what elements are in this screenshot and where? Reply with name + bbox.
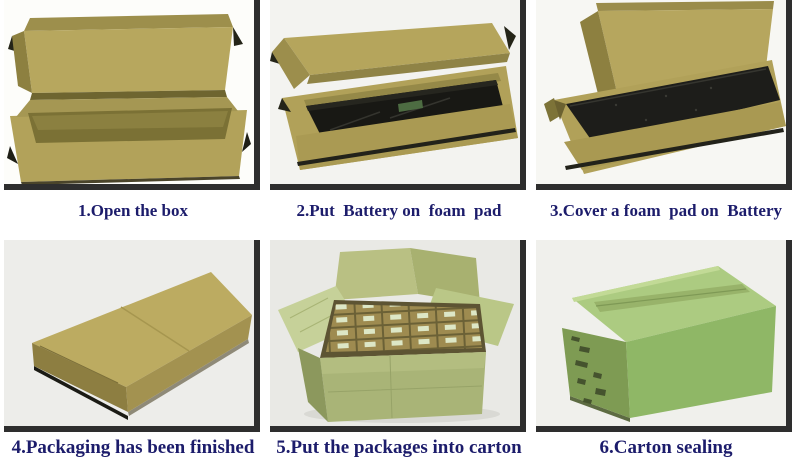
foam-speckle	[709, 86, 713, 90]
tray-bottom-shadow	[297, 128, 516, 166]
box-lid-top	[284, 23, 510, 75]
step-caption-1: 1.Open the box	[77, 201, 189, 220]
box-bottom-shadow-right	[128, 339, 249, 416]
box-lid-edge	[596, 1, 774, 11]
carton-creases	[327, 355, 483, 419]
step-panel-3: 3.Cover a foam pad on Battery	[532, 0, 800, 231]
foam-speckle	[614, 103, 618, 107]
step-photo-5	[270, 240, 526, 432]
closed-box-end	[32, 343, 128, 412]
foam-pad	[566, 66, 780, 144]
step-panel-1: 1.Open the box	[0, 0, 266, 231]
closed-box-illustration	[32, 272, 252, 420]
sealed-carton-illustration	[562, 266, 776, 422]
closed-box-front	[126, 315, 252, 412]
foam-speckle	[664, 94, 668, 98]
step-panel-6: 6.Carton sealing	[532, 231, 800, 462]
carton-stamp-marks	[571, 336, 606, 404]
tray-back-wall	[304, 73, 501, 108]
foam-speckle	[694, 108, 698, 112]
step-photo-1	[4, 0, 260, 190]
tape-seam	[595, 288, 747, 307]
box-lid-edge	[24, 14, 233, 31]
sealing-tape	[594, 284, 750, 312]
end-flap-seam	[39, 345, 119, 384]
box-lid-flap	[12, 31, 32, 93]
foam-speckle	[644, 118, 648, 122]
step-photo-6	[536, 240, 792, 432]
top-back-edge	[572, 266, 720, 302]
open-empty-box-illustration	[7, 14, 251, 184]
step-caption-3: 3.Cover a foam pad on Battery	[550, 201, 782, 220]
foam-pad-on-battery-illustration	[544, 1, 786, 174]
step-caption-5: 5.Put the packages into carton	[276, 436, 522, 458]
carton-front-top-band	[320, 352, 486, 374]
box-lid-front-edge	[307, 53, 510, 84]
sealed-carton-front	[626, 306, 776, 418]
step-photo-2	[270, 0, 526, 190]
step-panel-2: 2.Put Battery on foam pad	[266, 0, 532, 231]
carton-back-flap-right	[410, 248, 480, 304]
lid-corner-notch	[233, 27, 243, 46]
box-lid-inner	[24, 27, 233, 93]
tray-corner-tab	[7, 146, 18, 164]
box-bottom-shadow	[34, 366, 128, 420]
carton-back-flap-left	[334, 248, 418, 300]
battery-highlight	[306, 80, 498, 111]
tray-bottom-shadow	[21, 176, 240, 184]
lid-corner-notch	[504, 26, 516, 50]
box-lid-flap	[272, 38, 310, 89]
tray-front-wall	[564, 102, 786, 170]
lid-seam	[120, 306, 190, 352]
carton-left-face	[298, 348, 328, 422]
battery-in-box-illustration	[270, 23, 518, 170]
step-caption-6: 6.Carton sealing	[599, 436, 733, 458]
battery-label	[398, 100, 423, 112]
step-caption-4: 4.Packaging has been finished	[11, 436, 255, 458]
lid-shadow	[30, 90, 227, 100]
tray-bottom-shadow	[565, 128, 784, 170]
sealed-carton-top	[572, 266, 776, 342]
tray-corner-tab	[554, 100, 566, 120]
step-photo-3	[536, 0, 792, 190]
tray-interior-floor	[32, 111, 228, 130]
foam-edge-highlight	[569, 68, 767, 107]
step-panel-4: 4.Packaging has been finished	[0, 231, 266, 462]
packages-in-carton-illustration	[278, 248, 514, 423]
tray-corner-tab	[278, 98, 291, 112]
closed-box-top	[32, 272, 252, 387]
tray-corner-tab	[242, 132, 251, 152]
step-photo-4	[4, 240, 260, 432]
packed-packages	[326, 304, 482, 352]
step-panel-5: 5.Put the packages into carton	[266, 231, 532, 462]
step-caption-2: 2.Put Battery on foam pad	[296, 201, 502, 220]
